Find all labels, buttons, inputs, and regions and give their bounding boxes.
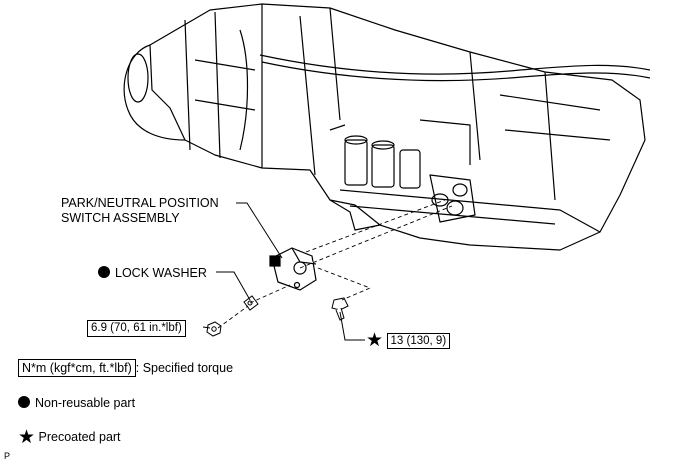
lock-washer-label: LOCK WASHER — [98, 266, 207, 281]
leader-lines — [202, 202, 365, 341]
legend-nonreusable-text: Non-reusable part — [35, 396, 136, 410]
transmission-housing — [123, 3, 651, 251]
legend-torque: N*m (kgf*cm, ft.*lbf): Specified torque — [18, 359, 234, 377]
switch-label-line1: PARK/NEUTRAL POSITION — [61, 196, 219, 210]
lock-washer-text: LOCK WASHER — [115, 266, 207, 280]
legend-torque-desc: : Specified torque — [135, 361, 234, 375]
black-star-icon: ★ — [366, 330, 384, 351]
legend-precoated: ★ Precoated part — [18, 427, 121, 448]
black-dot-icon — [18, 396, 30, 408]
bolt-torque-label: ★ 13 (130, 9) — [366, 330, 451, 351]
legend-torque-unit: N*m (kgf*cm, ft.*lbf) — [18, 359, 136, 377]
black-star-icon: ★ — [18, 427, 36, 448]
nut-shape — [206, 321, 222, 337]
park-neutral-switch-shape — [269, 247, 317, 291]
bolt-shape — [331, 297, 349, 321]
switch-label-line2: SWITCH ASSEMBLY — [61, 211, 180, 225]
figure-code: P — [4, 451, 11, 461]
legend-precoated-text: Precoated part — [38, 430, 121, 444]
legend-nonreusable: Non-reusable part — [18, 396, 135, 411]
black-dot-icon — [98, 266, 110, 278]
nut-torque-box: 6.9 (70, 61 in.*lbf) — [87, 320, 186, 337]
bolt-torque-box: 13 (130, 9) — [386, 333, 451, 349]
assembly-dashed-lines — [217, 199, 453, 329]
